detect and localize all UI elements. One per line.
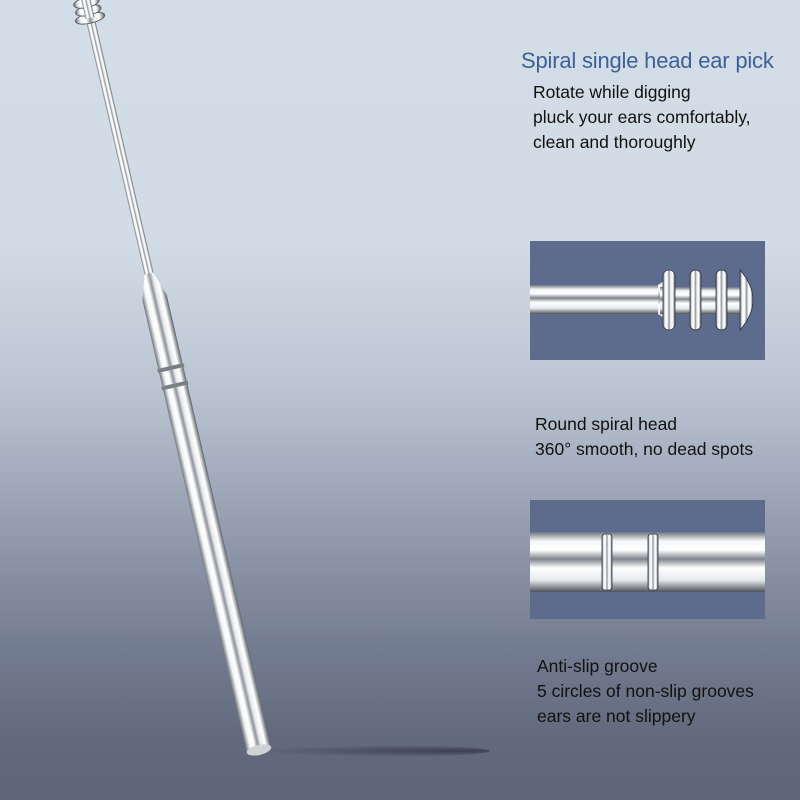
headline: Spiral single head ear pick	[521, 48, 774, 73]
tool-shadow	[250, 745, 490, 757]
intro-line: pluck your ears comfortably,	[533, 107, 751, 127]
feature-line: 360° smooth, no dead spots	[535, 439, 754, 459]
intro-description: Rotate while digging pluck your ears com…	[533, 80, 751, 155]
intro-line: Rotate while digging	[533, 82, 691, 102]
feature-line: Anti-slip groove	[537, 656, 658, 676]
anti-slip-description: Anti-slip groove 5 circles of non-slip g…	[537, 654, 754, 729]
feature-line: Round spiral head	[535, 414, 678, 434]
feature-line: 5 circles of non-slip grooves	[537, 681, 754, 701]
intro-line: clean and thoroughly	[533, 132, 696, 152]
spiral-head-closeup	[530, 241, 765, 360]
spiral-head-image	[530, 268, 754, 332]
anti-slip-groove-image	[530, 532, 765, 592]
spiral-head-description: Round spiral head 360° smooth, no dead s…	[535, 412, 753, 462]
feature-line: ears are not slippery	[537, 706, 696, 726]
anti-slip-groove-closeup	[530, 500, 765, 619]
